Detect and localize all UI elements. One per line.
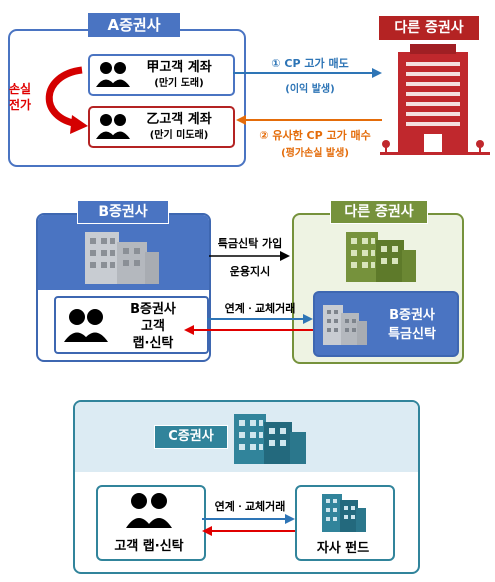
gap-account-box [88, 54, 235, 96]
section-a-title: A증권사 [88, 13, 180, 37]
eul-account-box [88, 106, 235, 148]
b-linked-trade-label: 연계ㆍ교체거래 [224, 302, 296, 315]
buy-arrow-label: ② 유사한 CP 고가 매수 [259, 129, 371, 142]
people-icon [126, 493, 172, 528]
loss-transfer-label-1: 손실 [8, 82, 32, 96]
eul-account-note: (만기 미도래) [149, 130, 209, 141]
gap-account-name: 甲고객 계좌 [146, 60, 212, 75]
b-instruction-label: 운용지시 [229, 265, 271, 278]
sell-arrow-note: (이익 발생) [285, 84, 335, 95]
section-c-title: C증권사 [154, 425, 228, 449]
section-b-title: B증권사 [77, 200, 169, 224]
c-linked-trade-label: 연계ㆍ교체거래 [214, 500, 286, 513]
c-fund-label: 자사 펀드 [316, 541, 370, 556]
b-client-line2: 고객 [141, 319, 165, 334]
gray-building-icon [85, 232, 159, 284]
b-trust-line1: B증권사 [389, 308, 435, 323]
red-building-icon [380, 44, 490, 155]
section-b-other-title: 다른 증권사 [330, 200, 428, 224]
people-icon [96, 62, 130, 87]
b-client-line3: 랩·신탁 [132, 336, 174, 351]
people-icon [96, 114, 130, 139]
gap-account-note: (만기 도래) [154, 78, 204, 89]
people-icon [64, 309, 108, 342]
gray-building-icon [323, 305, 367, 345]
b-join-label: 특금신탁 가입 [217, 237, 283, 250]
buy-arrow-note: (평가손실 발생) [281, 148, 349, 159]
eul-account-name: 乙고객 계좌 [146, 112, 212, 127]
b-trust-box [313, 291, 459, 357]
b-client-line1: B증권사 [130, 302, 176, 317]
sell-arrow-label: ① CP 고가 매도 [271, 57, 349, 70]
c-client-label: 고객 랩·신탁 [114, 539, 184, 554]
b-client-box [54, 296, 209, 354]
teal-building-icon [322, 494, 366, 532]
b-trust-line2: 특금신탁 [388, 327, 436, 342]
other-firm-a-title: 다른 증권사 [379, 16, 479, 40]
teal-building-icon [234, 414, 306, 464]
green-building-icon [346, 232, 416, 282]
loss-transfer-label-2: 전가 [8, 98, 32, 112]
